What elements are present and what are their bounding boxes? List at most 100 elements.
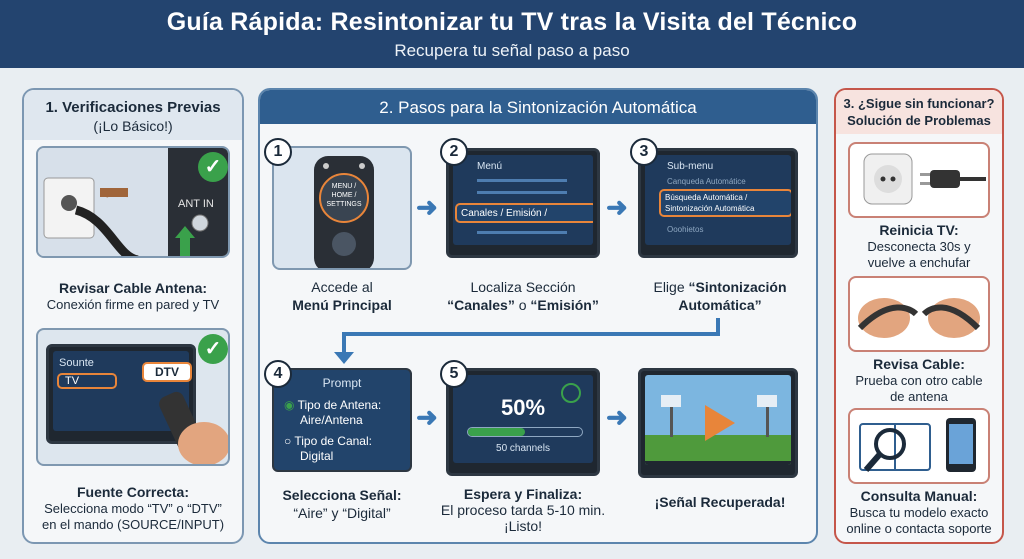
step6-label: ¡Señal Recuperada!	[632, 494, 808, 511]
step3-tv: Sub-menu Canqueda Automátice Búsqueda Au…	[638, 148, 798, 258]
step3-label: Elige “Sintonización Automática”	[632, 278, 808, 314]
progress-fill	[468, 428, 525, 436]
step5-number: 5	[440, 360, 468, 388]
step1-line1: Accede al	[311, 279, 373, 295]
step6-tv	[638, 368, 798, 478]
check2-desc-line1: Selecciona modo “TV” o “DTV”	[44, 501, 222, 516]
step2-tv: Menú Canales / Emisión /	[446, 148, 600, 258]
check2-title: Fuente Correcta:	[76, 484, 190, 500]
step3-line1a: Elige	[653, 279, 689, 295]
page-title: Guía Rápida: Resintonizar tu TV tras la …	[166, 8, 858, 36]
section2-title: 2. Pasos para la Sintonización Automátic…	[260, 90, 816, 124]
radio-selected-icon: ◉	[284, 398, 295, 412]
section1-title-text: 1. Verificaciones Previas	[45, 99, 221, 116]
step3-line1b: “Sintonización	[688, 279, 787, 295]
tip1-label: Reinicia TV: Desconecta 30s y vuelve a e…	[838, 222, 1000, 271]
connector-arrow	[334, 318, 720, 364]
checkmark-icon: ✓	[198, 152, 228, 182]
menu-line	[477, 231, 567, 234]
step2-emision: “Emisión”	[530, 297, 599, 313]
tip2-title: Revisa Cable:	[873, 356, 965, 372]
auto-tuning-line1: Búsqueda Automática /	[665, 193, 748, 202]
check1-label: Revisar Cable Antena: Conexión firme en …	[28, 280, 238, 313]
tip1-title: Reinicia TV:	[879, 222, 959, 238]
step4-number: 4	[264, 360, 292, 388]
submenu-item: Canqueda Automátice	[667, 177, 746, 186]
step2-line1: Localiza Sección	[470, 279, 576, 295]
progress-bar	[467, 427, 583, 437]
tip3-title: Consulta Manual:	[860, 488, 978, 504]
checkmark-icon: ✓	[198, 334, 228, 364]
menu-line	[477, 179, 567, 182]
section-auto-tuning: 2. Pasos para la Sintonización Automátic…	[258, 88, 818, 544]
tip3-line2: online o contacta soporte	[846, 521, 992, 536]
page-subtitle: Recupera tu señal paso a paso	[394, 41, 630, 60]
radio-icon: ○	[284, 434, 292, 448]
section3-title: 3. ¿Sigue sin funcionar? Solución de Pro…	[836, 90, 1002, 134]
hand-remote-icon	[159, 391, 228, 464]
section1-subtitle: (¡Lo Básico!)	[93, 118, 173, 134]
wall-socket-icon	[38, 148, 228, 256]
step3-number: 3	[630, 138, 658, 166]
section3-title-line2: Solución de Problemas	[847, 113, 991, 128]
step2-number: 2	[440, 138, 468, 166]
cable-card	[848, 276, 990, 352]
manual-search-icon	[859, 418, 976, 472]
opt1-line1: Tipo de Antena:	[297, 398, 382, 412]
arrow-right-icon: ➜	[416, 192, 438, 222]
check1-title: Revisar Cable Antena:	[58, 280, 208, 296]
dtv-callout: DTV	[142, 362, 192, 382]
step2-or: o	[514, 297, 531, 313]
channels-highlight	[455, 203, 593, 223]
step1-label: Accede al Menú Principal	[262, 278, 422, 314]
check2-desc-line2: en el mando (SOURCE/INPUT)	[41, 517, 225, 532]
step5-line3: ¡Listo!	[503, 518, 543, 534]
channels-menu-item: Canales / Emisión /	[461, 208, 548, 219]
tip3-line1: Busca tu modelo exacto	[849, 505, 989, 520]
step1-remote-card: MENU / HOME / SETTINGS	[272, 146, 412, 270]
tip3-label: Consulta Manual: Busca tu modelo exacto …	[838, 488, 1000, 537]
tip2-label: Revisa Cable: Prueba con otro cable de a…	[838, 356, 1000, 405]
step2-label: Localiza Sección “Canales” o “Emisión”	[436, 278, 610, 314]
arrow-right-icon: ➜	[416, 402, 438, 432]
source-tv-label: TV	[65, 375, 80, 387]
step4-line1: Selecciona Señal:	[282, 487, 402, 503]
menu-line	[477, 191, 567, 194]
section-troubleshooting: 3. ¿Sigue sin funcionar? Solución de Pro…	[834, 88, 1004, 544]
submenu-title: Sub-menu	[667, 161, 714, 172]
step1-number: 1	[264, 138, 292, 166]
arrow-right-icon: ➜	[606, 192, 628, 222]
auto-tuning-highlight	[659, 189, 791, 217]
step5-line1: Espera y Finaliza:	[463, 486, 583, 502]
source-menu-title: Sounte	[59, 357, 94, 369]
tip1-line2: vuelve a enchufar	[867, 255, 971, 270]
step4-line2: “Aire” y “Digital”	[293, 505, 391, 521]
auto-tuning-line2: Sintonización Automática	[665, 204, 755, 213]
check2-label: Fuente Correcta: Selecciona modo “TV” o …	[28, 484, 238, 533]
antenna-option[interactable]: ◉ Tipo de Antena: Aire/Antena	[284, 398, 381, 428]
step4-prompt: Prompt ◉ Tipo de Antena: Aire/Antena ○ T…	[272, 368, 412, 472]
power-plug-icon	[863, 153, 986, 205]
clock-icon	[561, 383, 581, 403]
menu-button-label: MENU / HOME / SETTINGS	[326, 183, 362, 208]
cable-hands-icon	[857, 298, 981, 338]
menu-title: Menú	[477, 161, 503, 172]
channel-type-option[interactable]: ○ Tipo de Canal: Digital	[284, 434, 372, 464]
header-banner: Guía Rápida: Resintonizar tu TV tras la …	[0, 0, 1024, 68]
section1-title: 1. Verificaciones Previas (¡Lo Básico!)	[24, 90, 242, 140]
section3-title-line1: 3. ¿Sigue sin funcionar?	[843, 96, 995, 111]
tip1-line1: Desconecta 30s y	[867, 239, 971, 254]
source-selection-illustration: Sounte TV DTV ✓	[36, 328, 230, 466]
channels-found: 50 channels	[496, 443, 550, 454]
source-tv-highlight	[57, 373, 117, 389]
remote-control-icon	[314, 156, 374, 268]
step2-canales: “Canales”	[447, 297, 515, 313]
step3-line2: Automática”	[678, 297, 762, 313]
arrow-right-icon: ➜	[606, 402, 628, 432]
step5-line2: El proceso tarda 5-10 min.	[440, 502, 606, 518]
opt1-line2: Aire/Antena	[300, 413, 363, 427]
step5-tv: 50% 50 channels	[446, 368, 600, 476]
opt2-line1: Tipo de Canal:	[294, 434, 372, 448]
stadium-play-icon	[645, 395, 791, 465]
antenna-cable-illustration: ANT IN ✓	[36, 146, 230, 258]
